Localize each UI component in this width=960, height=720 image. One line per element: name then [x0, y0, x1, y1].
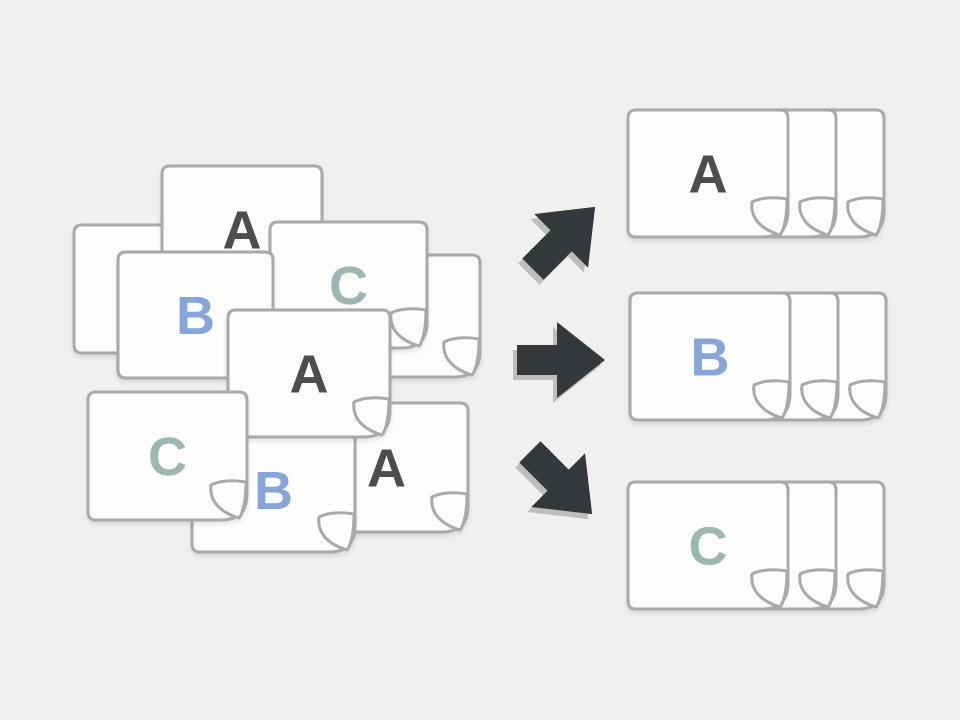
- document-letter: C: [329, 256, 368, 316]
- folded-corner-icon: [798, 568, 837, 609]
- page-outline: [626, 480, 790, 611]
- folded-corner-icon: [750, 568, 789, 609]
- folded-corner-icon: [317, 511, 356, 552]
- folded-corner-icon: [846, 568, 885, 609]
- document-letter: A: [367, 439, 406, 499]
- document-letter: A: [290, 345, 329, 405]
- folded-corner-icon: [430, 491, 469, 532]
- page-outline: [628, 291, 792, 422]
- document-letter: B: [691, 328, 730, 388]
- pile-document-c: C: [86, 390, 249, 522]
- stack-b: B: [628, 291, 888, 422]
- folded-corner-icon: [848, 379, 887, 420]
- page-outline: [86, 390, 249, 522]
- folded-corner-icon: [800, 379, 839, 420]
- folded-corner-icon: [846, 196, 885, 237]
- pile-document-a: A: [226, 308, 392, 439]
- stack-c: C: [626, 480, 886, 611]
- folded-corner-icon: [209, 479, 248, 520]
- document-letter: C: [148, 427, 187, 487]
- folded-corner-icon: [442, 336, 481, 377]
- folded-corner-icon: [352, 396, 391, 437]
- folded-corner-icon: [752, 379, 791, 420]
- document-letter: A: [689, 145, 728, 205]
- document-letter: B: [254, 461, 293, 521]
- folded-corner-icon: [750, 196, 789, 237]
- page-outline: [626, 108, 790, 239]
- arrow-right-icon: [517, 322, 605, 398]
- arrow-shape: [522, 206, 596, 280]
- page-outline: [226, 308, 392, 439]
- arrow-shape: [517, 322, 605, 398]
- document-letter: B: [176, 286, 215, 346]
- arrow-up-right-icon: [520, 200, 608, 280]
- folded-corner-icon: [798, 196, 837, 237]
- arrow-down-right-icon: [517, 441, 605, 521]
- folded-corner-icon: [389, 307, 428, 348]
- stack-a: A: [626, 108, 886, 239]
- arrow-shape: [519, 441, 593, 515]
- document-letter: C: [689, 517, 728, 577]
